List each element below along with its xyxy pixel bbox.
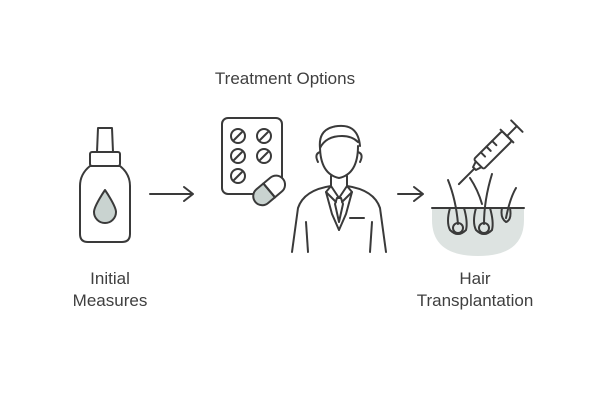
arrow-right-icon: [149, 186, 194, 202]
treatment-options-label: Treatment Options: [214, 69, 356, 88]
initial-measures-line2: Measures: [72, 291, 148, 310]
hair-transplantation-line2: Transplantation: [416, 291, 534, 310]
syringe-icon: [457, 119, 524, 186]
initial-measures-label: Initial Measures: [40, 268, 180, 312]
hair-transplantation-label: Hair Transplantation: [395, 268, 555, 312]
doctor-icon: [291, 124, 387, 253]
pill-blister-pack-icon: [221, 117, 283, 195]
capsule-icon: [252, 174, 287, 207]
arrow-right-icon: [397, 186, 424, 202]
initial-measures-line1: Initial: [90, 269, 130, 288]
dropper-bottle-icon: [79, 127, 131, 243]
hair-transplantation-line1: Hair: [459, 269, 491, 288]
hair-follicle-icon: [431, 173, 525, 256]
